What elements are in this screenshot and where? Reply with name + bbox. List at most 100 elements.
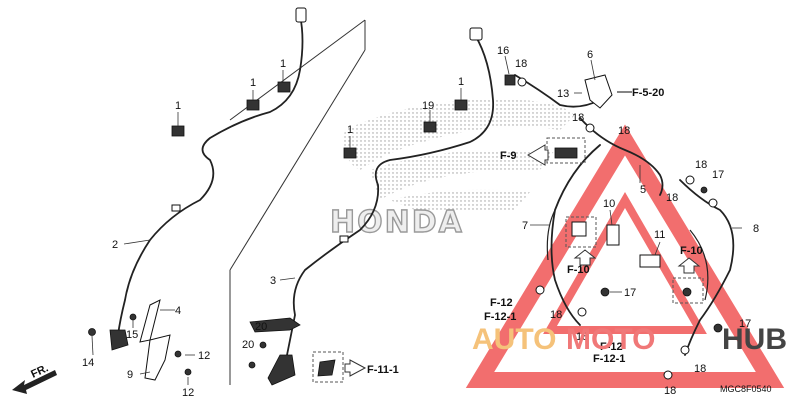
callout-17-a: 17	[624, 287, 636, 299]
sensor-wire-3	[284, 34, 494, 366]
clamp-1-b	[277, 81, 291, 93]
clip-wire-3	[339, 235, 349, 243]
callout-18-e: 18	[666, 192, 678, 204]
callout-4: 4	[175, 305, 181, 317]
watermark-hub: HUB	[722, 323, 787, 356]
joint-7	[571, 221, 587, 237]
callout-19: 19	[422, 100, 434, 112]
callout-18-c: 18	[618, 125, 630, 137]
ref-f-10-b: F-10	[680, 245, 703, 257]
callout-1-e: 1	[347, 124, 353, 136]
washer-18-g	[685, 175, 695, 185]
clip-wire-2	[171, 204, 181, 212]
ref-f-12-1-b: F-12-1	[593, 353, 625, 365]
ref-box-f11-1	[312, 351, 344, 383]
front-arrow-icon	[12, 370, 57, 394]
callout-11: 11	[654, 229, 665, 241]
callout-18-i: 18	[664, 385, 676, 397]
ref-f-12-1-a: F-12-1	[484, 311, 516, 323]
sensor-wire-2	[117, 14, 304, 336]
callout-9: 9	[127, 369, 133, 381]
arrow-f9	[527, 144, 549, 166]
leader-lines	[91, 55, 742, 385]
callout-17-b: 17	[712, 169, 724, 181]
washer-18-c	[663, 370, 673, 380]
ref-box-f10-b	[672, 277, 704, 304]
bracket-9	[144, 334, 171, 381]
washer-18-b	[577, 307, 587, 317]
callout-7: 7	[522, 220, 528, 232]
connector-2-top	[295, 7, 307, 23]
callout-3: 3	[270, 275, 276, 287]
bolt-12-a	[174, 350, 182, 358]
callout-6: 6	[587, 49, 593, 61]
clamp-1-e	[343, 147, 357, 159]
callout-18-a: 18	[515, 58, 527, 70]
bracket-11	[639, 254, 661, 268]
ref-f-9: F-9	[500, 150, 517, 162]
ref-box-f9	[546, 137, 586, 164]
washer-18-h	[708, 198, 718, 208]
brake-hose-5	[579, 117, 664, 196]
callout-18-g: 18	[576, 331, 588, 343]
washer-17-top	[700, 186, 708, 194]
diagram-code: MGC8F0540	[720, 384, 772, 394]
ref-f-5-20: F-5-20	[632, 87, 664, 99]
sensor-bracket-3	[249, 317, 301, 333]
watermark-moto: MOTO	[566, 323, 655, 356]
watermark-auto: AUTO	[472, 323, 556, 356]
brake-hose-7	[550, 144, 601, 326]
joint-6	[584, 74, 613, 109]
callout-18-h: 18	[694, 363, 706, 375]
washer-18-e	[517, 77, 527, 87]
bolt-12-b	[184, 368, 192, 376]
callout-1-b: 1	[280, 58, 286, 70]
callout-12-a: 12	[198, 350, 210, 362]
callout-8: 8	[753, 223, 759, 235]
connector-3-top	[469, 27, 483, 41]
wheel-sensor-2	[109, 329, 129, 351]
callout-20-b: 20	[242, 339, 254, 351]
bolt-17-a	[600, 287, 610, 297]
wheel-sensor-3	[267, 354, 296, 386]
callout-15: 15	[126, 329, 138, 341]
bolt-20-a	[259, 341, 267, 349]
watermark-text: AUTO MOTO HUB	[472, 323, 787, 356]
brake-hose-8-inner	[689, 229, 709, 301]
divider-line-mid	[229, 49, 366, 271]
clamp-19	[423, 121, 437, 133]
bolt-16	[504, 74, 516, 86]
clamp-1-d	[454, 99, 468, 111]
bolt-f9	[554, 147, 578, 159]
clip-f11-1	[317, 359, 336, 377]
bolt-20-b	[248, 361, 256, 369]
brake-hose-6	[514, 74, 601, 108]
bracket-4	[139, 299, 161, 343]
callout-10: 10	[603, 198, 615, 210]
ref-f-11-1: F-11-1	[367, 364, 399, 376]
bolt-15	[129, 313, 137, 321]
ref-f-12-a: F-12	[490, 297, 513, 309]
ref-f-12-b: F-12	[600, 341, 623, 353]
ref-f-10-a: F-10	[567, 264, 590, 276]
ref-box-f10-a	[565, 216, 597, 248]
arrow-f10-b	[677, 257, 701, 274]
bracket-10	[606, 224, 620, 246]
callout-18-d: 18	[695, 159, 707, 171]
callout-20-a: 20	[255, 321, 267, 333]
callout-17-c: 17	[739, 318, 751, 330]
arrow-f10-a	[573, 249, 597, 266]
callout-2: 2	[112, 239, 118, 251]
callout-14: 14	[82, 357, 94, 369]
callout-18-b: 18	[572, 112, 584, 124]
callout-18-f: 18	[550, 309, 562, 321]
bolt-14	[88, 328, 96, 336]
honda-wing-logo	[344, 99, 575, 212]
washer-18-f	[585, 123, 595, 133]
brake-hose-7-inner	[546, 209, 556, 261]
callout-12-b: 12	[182, 387, 194, 399]
callout-1-c: 1	[175, 100, 181, 112]
callout-13: 13	[557, 88, 569, 100]
